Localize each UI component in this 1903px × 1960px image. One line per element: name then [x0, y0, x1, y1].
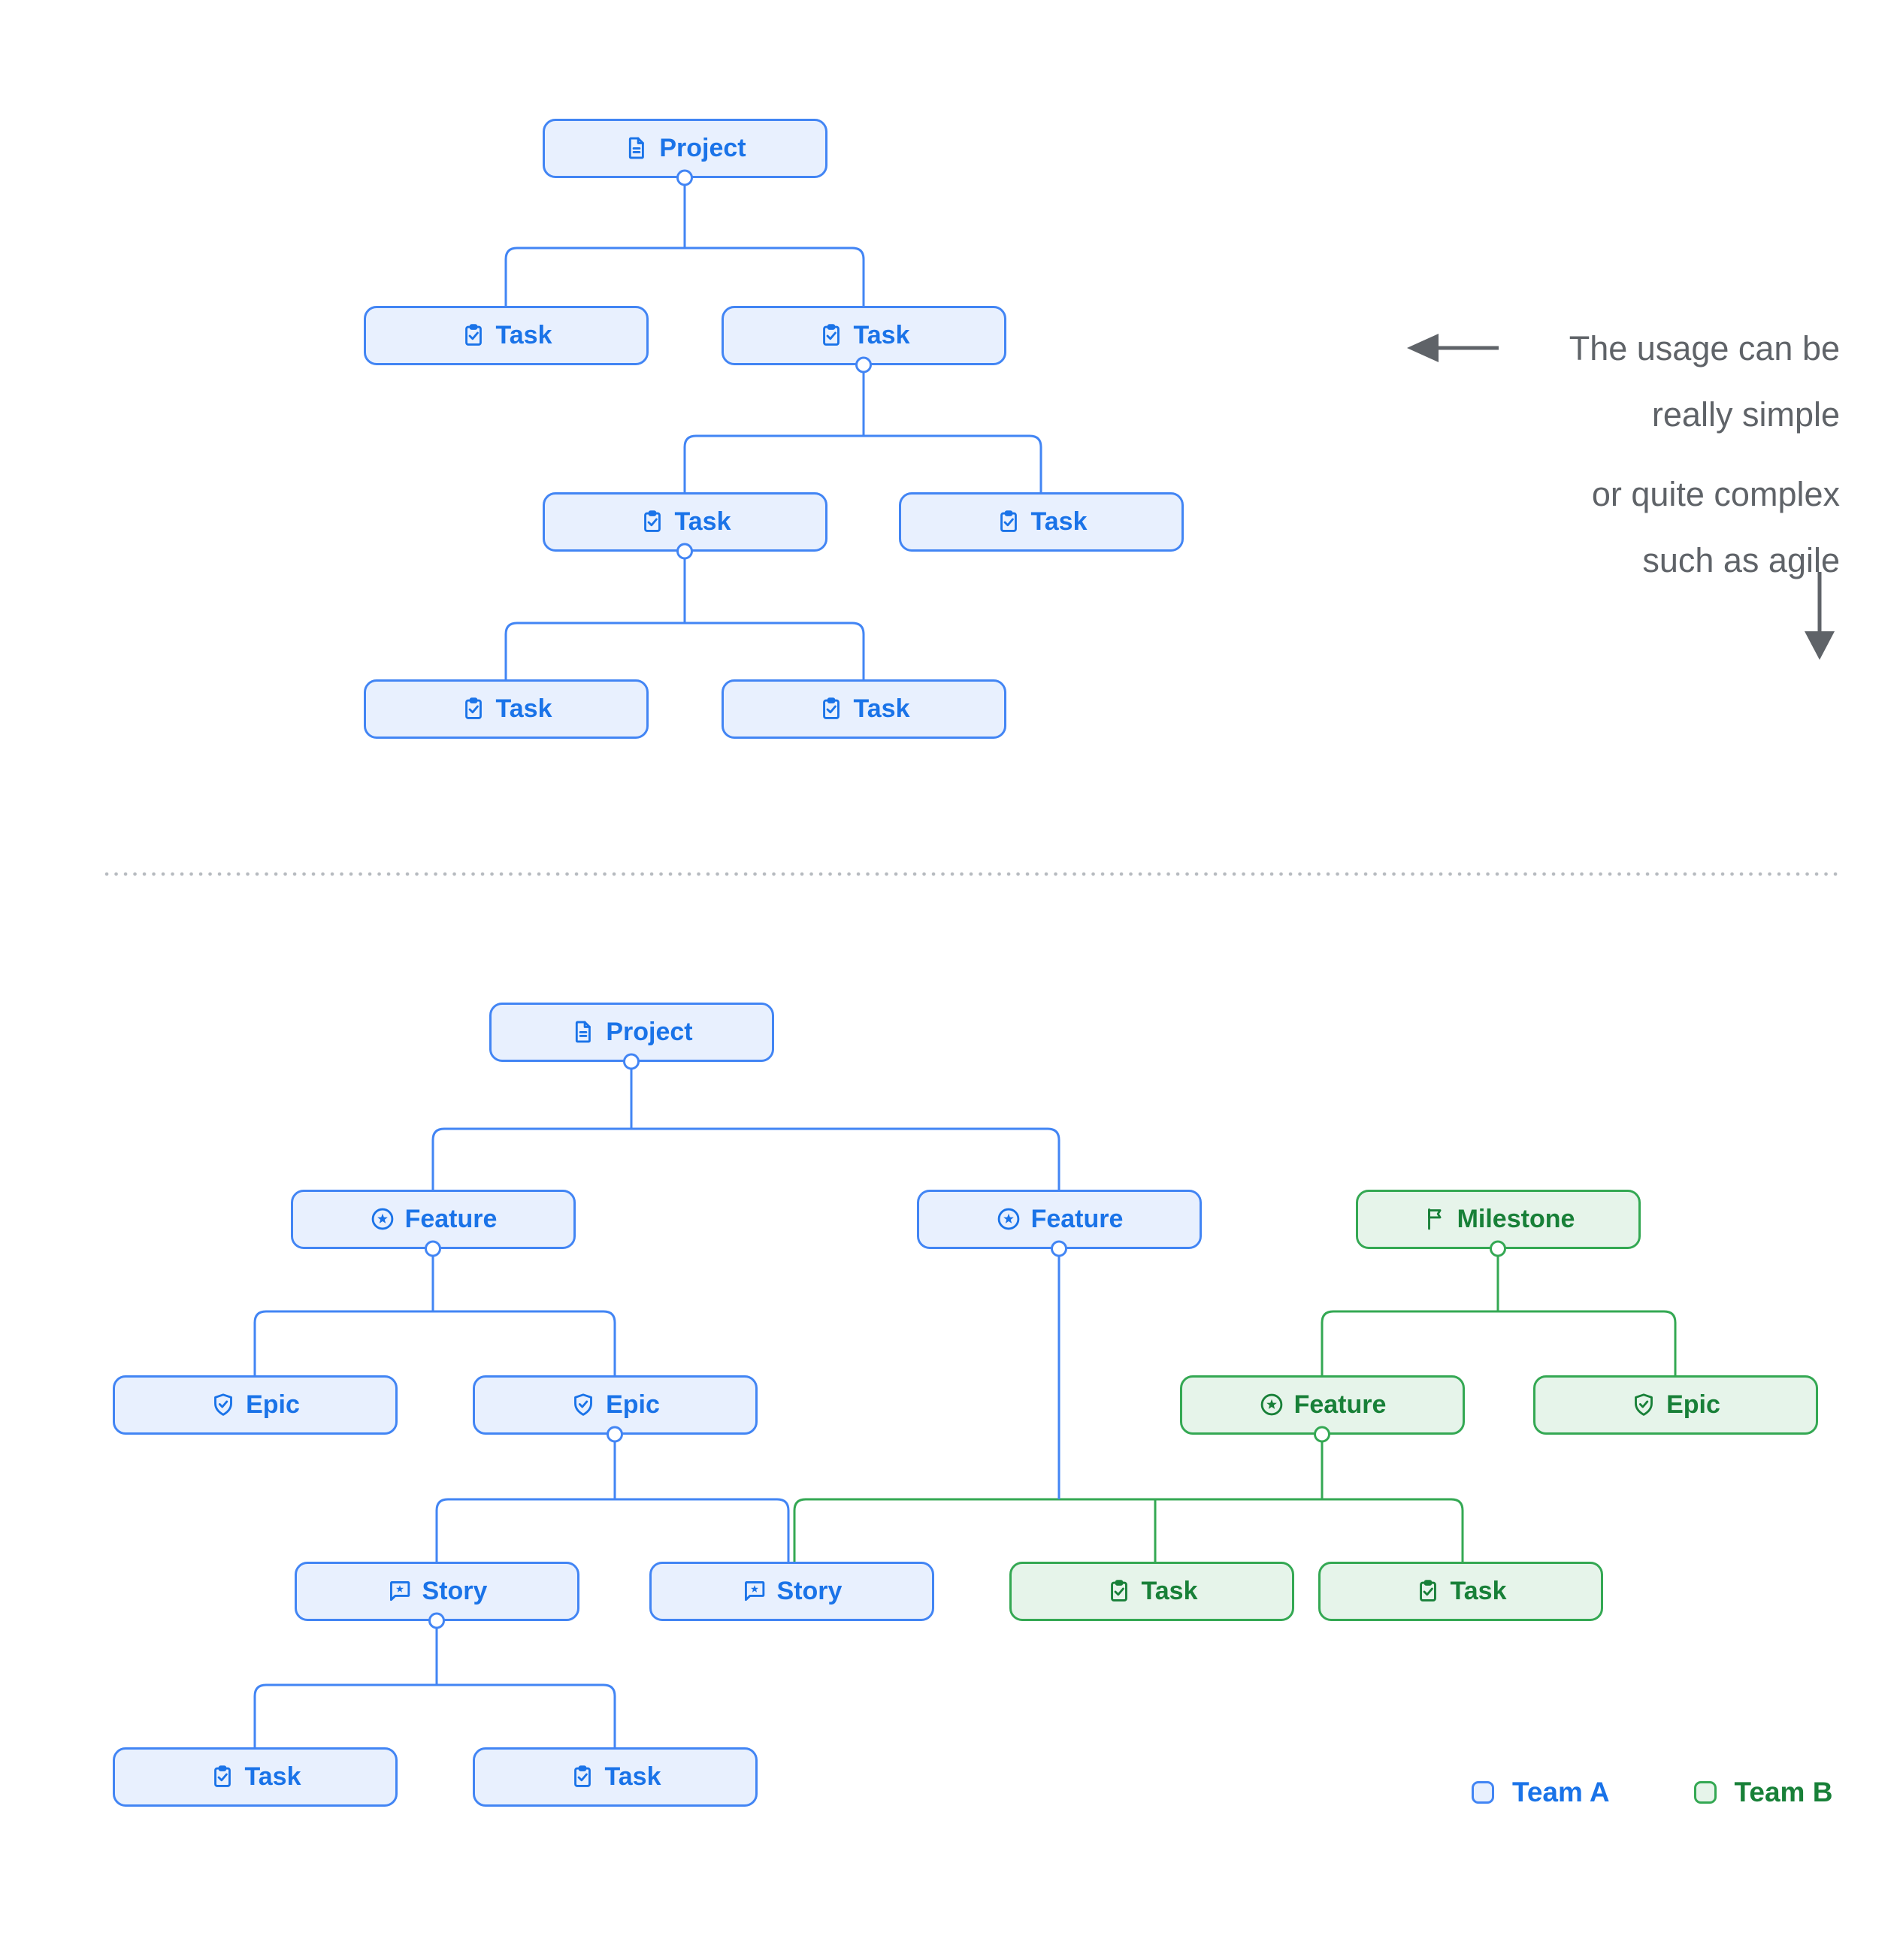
node-label: Task [1030, 507, 1088, 536]
node-label: Milestone [1457, 1204, 1575, 1233]
node-story[interactable]: Story [294, 1561, 579, 1621]
node-label: Task [853, 320, 910, 349]
node-label: Story [776, 1576, 843, 1605]
node-task[interactable]: Task [363, 679, 649, 739]
node-epic[interactable]: Epic [112, 1375, 398, 1435]
node-task[interactable]: Task [472, 1747, 758, 1807]
node-epic[interactable]: Epic [472, 1375, 758, 1435]
epic-icon [1630, 1391, 1657, 1418]
node-label: Epic [606, 1390, 660, 1419]
node-feature[interactable]: Feature [290, 1189, 576, 1249]
node-label: Feature [1030, 1204, 1124, 1233]
annotation-line: or quite complex [1591, 475, 1840, 513]
node-feature[interactable]: Feature [916, 1189, 1202, 1249]
node-task[interactable]: Task [112, 1747, 398, 1807]
node-task[interactable]: Task [721, 679, 1006, 739]
task-icon [460, 322, 487, 349]
milestone-icon [1421, 1205, 1448, 1233]
node-label: Epic [246, 1390, 300, 1419]
feature-icon [369, 1205, 396, 1233]
story-icon [741, 1577, 768, 1605]
node-epic[interactable]: Epic [1532, 1375, 1818, 1435]
legend-item-team-b: Team B [1693, 1777, 1833, 1807]
node-milestone[interactable]: Milestone [1355, 1189, 1641, 1249]
node-label: Task [244, 1762, 301, 1791]
task-icon [818, 695, 845, 722]
node-story[interactable]: Story [649, 1561, 934, 1621]
feature-icon [1258, 1391, 1285, 1418]
annotation-line: The usage can be [1569, 329, 1840, 368]
task-icon [818, 322, 845, 349]
story-icon [386, 1577, 413, 1605]
node-label: Feature [1293, 1390, 1387, 1419]
legend: Team A Team B [1472, 1778, 1832, 1806]
node-project[interactable]: Project [542, 118, 827, 178]
document-icon [570, 1018, 597, 1045]
node-label: Project [659, 133, 746, 162]
node-label: Feature [404, 1204, 498, 1233]
legend-label: Team B [1734, 1777, 1833, 1807]
annotation-note: The usage can be really simple or quite … [1569, 316, 1840, 594]
epic-icon [570, 1391, 597, 1418]
task-icon [1414, 1577, 1442, 1605]
node-label: Task [495, 320, 552, 349]
team-b-color-chip [1693, 1780, 1717, 1804]
epic-icon [210, 1391, 237, 1418]
feature-icon [995, 1205, 1022, 1233]
team-a-color-chip [1472, 1780, 1494, 1804]
node-task[interactable]: Task [363, 305, 649, 365]
annotation-paragraph-complex: or quite complex such as agile [1569, 461, 1840, 594]
node-feature[interactable]: Feature [1179, 1375, 1465, 1435]
annotation-line: such as agile [1642, 541, 1840, 579]
legend-label: Team A [1512, 1777, 1610, 1807]
node-label: Task [1141, 1576, 1198, 1605]
task-icon [569, 1763, 596, 1790]
task-icon [995, 508, 1022, 535]
node-task[interactable]: Task [542, 492, 827, 552]
node-project[interactable]: Project [489, 1002, 774, 1062]
node-label: Epic [1666, 1390, 1720, 1419]
node-label: Task [674, 507, 731, 536]
annotation-paragraph-simple: The usage can be really simple [1569, 316, 1840, 448]
task-icon [1106, 1577, 1133, 1605]
legend-item-team-a: Team A [1472, 1778, 1610, 1806]
annotation-line: really simple [1651, 395, 1840, 434]
node-label: Task [604, 1762, 661, 1791]
node-label: Project [606, 1017, 693, 1046]
node-label: Story [422, 1576, 488, 1605]
node-task[interactable]: Task [1009, 1561, 1294, 1621]
node-task[interactable]: Task [898, 492, 1184, 552]
document-icon [623, 135, 650, 162]
task-icon [639, 508, 666, 535]
task-icon [460, 695, 487, 722]
node-task[interactable]: Task [1318, 1561, 1603, 1621]
task-icon [209, 1763, 236, 1790]
node-label: Task [495, 694, 552, 723]
node-label: Task [853, 694, 910, 723]
node-task[interactable]: Task [721, 305, 1006, 365]
node-label: Task [1450, 1576, 1507, 1605]
